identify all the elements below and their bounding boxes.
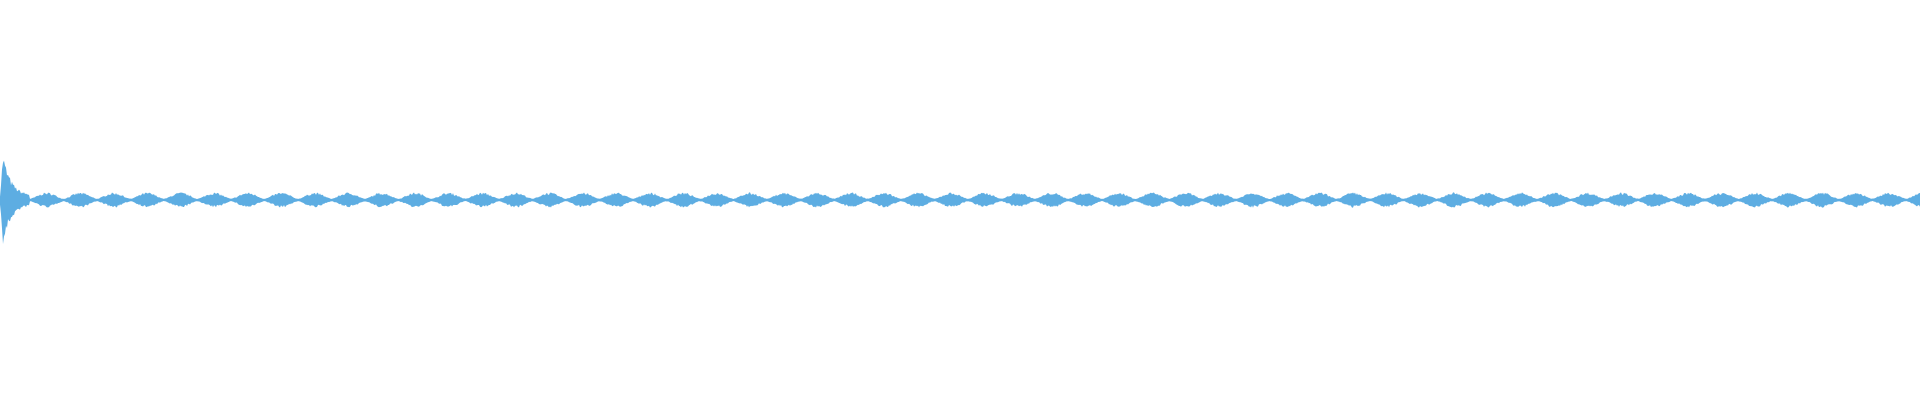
waveform-shape: [0, 160, 1920, 244]
